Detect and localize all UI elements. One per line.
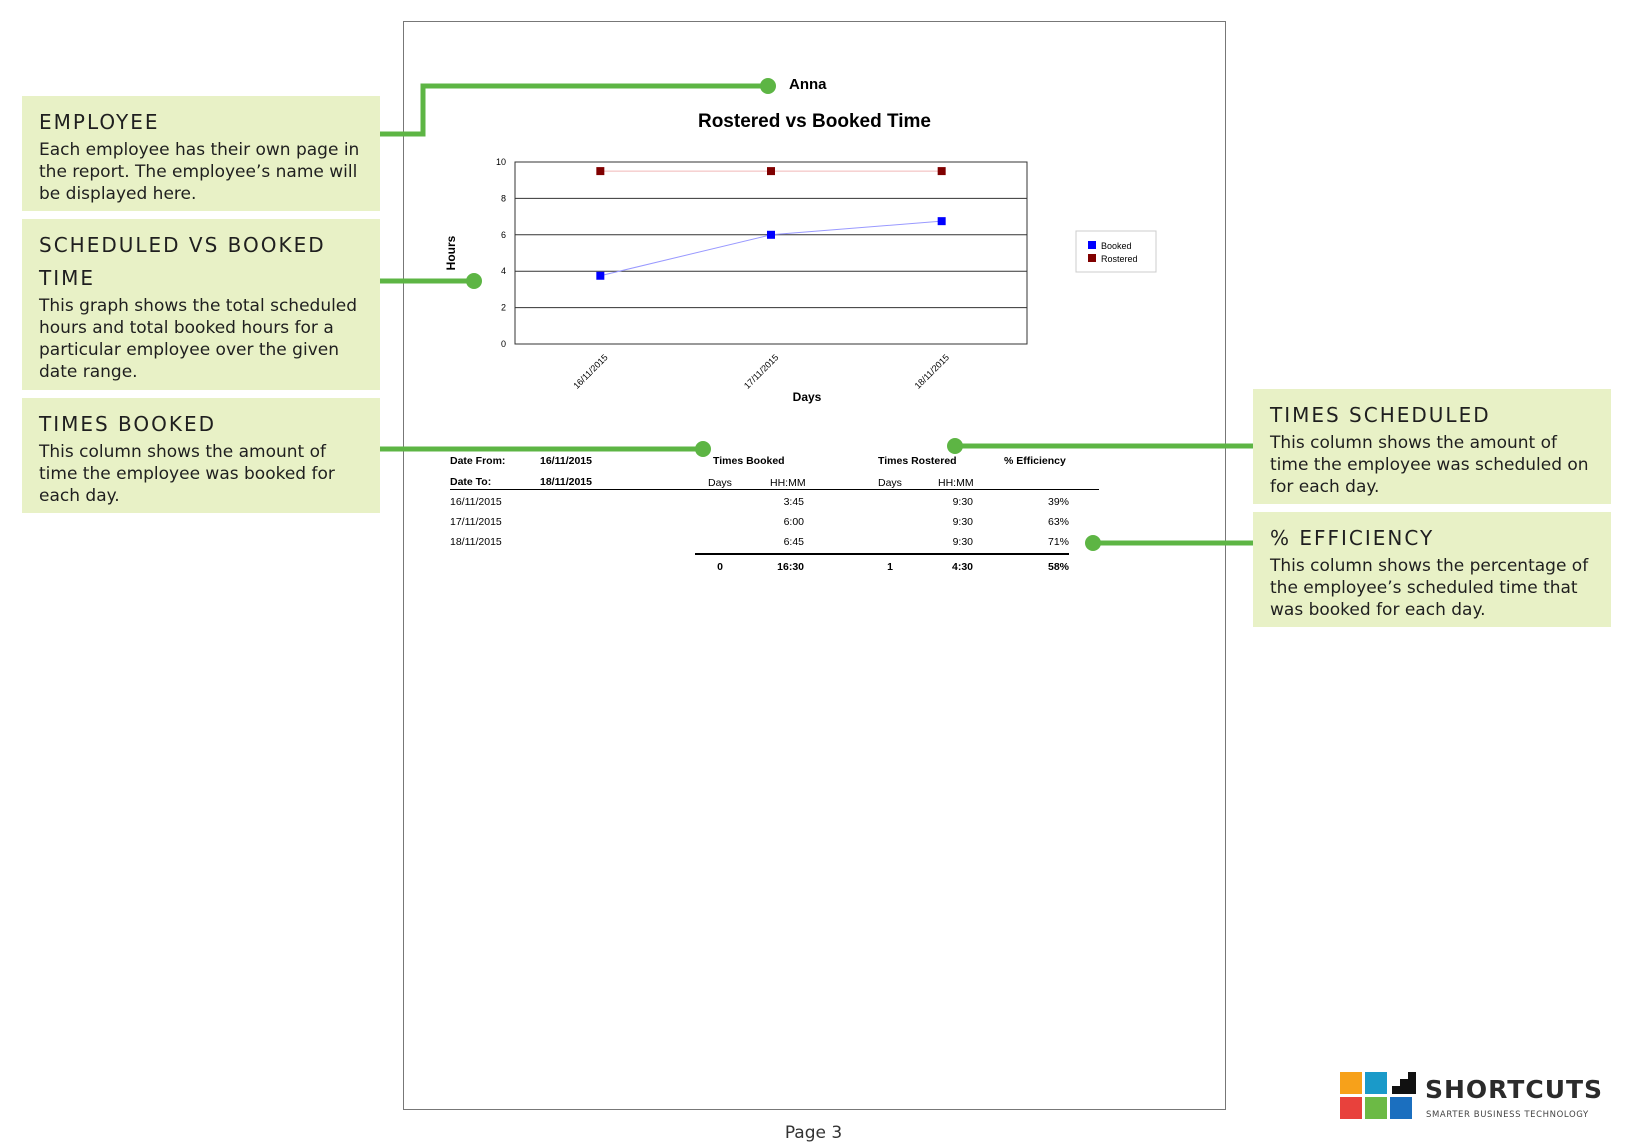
row-date: 16/11/2015 [450, 496, 502, 508]
callout-scheduled-vs-booked: SCHEDULED VS BOOKED TIME This graph show… [22, 219, 380, 390]
data-point-rostered [937, 167, 946, 176]
legend-swatch [1088, 241, 1096, 249]
logo-step-mark [1392, 1072, 1416, 1094]
data-point-rostered [767, 167, 775, 176]
logo-square [1365, 1072, 1387, 1094]
callout-body: This column shows the amount of time the… [39, 442, 335, 506]
callout-title: SCHEDULED VS BOOKED TIME [39, 233, 326, 290]
row-date: 18/11/2015 [450, 536, 502, 548]
total-efficiency: 58% [1047, 561, 1069, 573]
callout-title: EMPLOYEE [39, 110, 160, 134]
x-tick-label: 16/11/2015 [571, 352, 609, 390]
subheader-rostered-hhmm: HH:MM [938, 477, 974, 489]
legend-box [1075, 230, 1157, 273]
row-efficiency: 71% [1047, 536, 1069, 548]
logo-square [1390, 1097, 1412, 1119]
date-to-value: 18/11/2015 [540, 476, 592, 488]
row-date: 17/11/2015 [450, 516, 502, 528]
x-tick-label: 18/11/2015 [913, 352, 951, 390]
date-from-value: 16/11/2015 [540, 455, 592, 467]
callout-title: TIMES BOOKED [39, 412, 217, 436]
y-tick-label: 0 [501, 339, 506, 349]
total-booked-hhmm: 16:30 [777, 561, 804, 573]
x-axis-label: Days [793, 390, 822, 404]
row-efficiency: 63% [1047, 516, 1069, 528]
row-rostered: 9:30 [952, 516, 973, 528]
y-axis-label: Hours [444, 235, 458, 270]
date-to-label: Date To: [450, 476, 492, 488]
row-efficiency: 39% [1047, 496, 1069, 508]
callout-employee: EMPLOYEE Each employee has their own pag… [22, 96, 380, 211]
row-booked: 3:45 [783, 496, 804, 508]
y-tick-label: 2 [501, 303, 506, 313]
legend-label: Booked [1101, 241, 1132, 251]
header-times-rostered: Times Rostered [878, 455, 957, 467]
logo-square [1340, 1097, 1362, 1119]
chart-title: Rostered vs Booked Time [697, 111, 931, 132]
logo-tagline: SMARTER BUSINESS TECHNOLOGY [1426, 1110, 1589, 1120]
callout-title: TIMES SCHEDULED [1270, 403, 1491, 427]
shortcuts-logo: SHORTCUTS SMARTER BUSINESS TECHNOLOGY [1340, 1072, 1604, 1132]
y-tick-label: 10 [496, 157, 506, 167]
logo-square [1365, 1097, 1387, 1119]
plot-area [514, 161, 1028, 345]
subheader-booked-hhmm: HH:MM [770, 477, 806, 489]
employee-name: Anna [789, 76, 827, 93]
callout-body: This graph shows the total scheduled hou… [39, 296, 358, 382]
callout-title: % EFFICIENCY [1270, 526, 1435, 550]
callout-efficiency: % EFFICIENCY This column shows the perce… [1253, 512, 1611, 627]
logo-wordmark: SHORTCUTS [1425, 1075, 1604, 1104]
total-rostered-days: 1 [887, 561, 893, 573]
total-rostered-hhmm: 4:30 [951, 561, 973, 573]
row-booked: 6:45 [783, 536, 804, 548]
data-point-booked [767, 230, 775, 239]
date-from-label: Date From: [450, 455, 506, 467]
header-rule [450, 489, 1099, 490]
logo-square [1340, 1072, 1362, 1094]
row-rostered: 9:30 [952, 496, 973, 508]
header-efficiency: % Efficiency [1004, 455, 1066, 467]
x-tick-label: 17/11/2015 [742, 352, 780, 390]
data-point-booked [596, 271, 605, 280]
callout-times-booked: TIMES BOOKED This column shows the amoun… [22, 398, 380, 513]
page-number: Page 3 [784, 1123, 843, 1143]
y-tick-label: 4 [501, 266, 506, 276]
totals-rule [695, 553, 1069, 555]
data-point-rostered [596, 167, 605, 176]
subheader-rostered-days: Days [878, 477, 902, 489]
row-rostered: 9:30 [952, 536, 973, 548]
legend-swatch [1088, 254, 1096, 262]
row-booked: 6:00 [783, 516, 804, 528]
header-times-booked: Times Booked [713, 455, 785, 467]
callout-times-scheduled: TIMES SCHEDULED This column shows the am… [1253, 389, 1611, 504]
callout-body: This column shows the percentage of the … [1270, 556, 1589, 620]
y-tick-label: 6 [501, 230, 506, 240]
data-point-booked [937, 217, 946, 226]
legend-label: Rostered [1101, 254, 1138, 264]
y-tick-label: 8 [501, 193, 506, 203]
callout-body: This column shows the amount of time the… [1270, 433, 1589, 497]
callout-body: Each employee has their own page in the … [39, 140, 360, 204]
total-booked-days: 0 [717, 561, 723, 573]
subheader-booked-days: Days [708, 477, 732, 489]
